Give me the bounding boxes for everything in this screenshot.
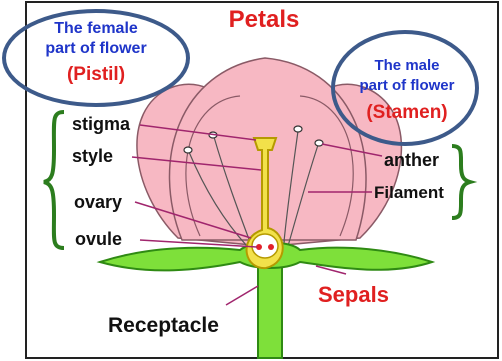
male-callout-line2: part of flower: [359, 77, 454, 94]
ovary-chamber: [252, 234, 278, 258]
receptacle-label: Receptacle: [108, 314, 219, 337]
stigma-label: stigma: [72, 114, 131, 134]
ovary-label: ovary: [74, 192, 122, 212]
anther-icon: [294, 126, 302, 132]
style-label: style: [72, 146, 113, 166]
anther-icon: [184, 147, 192, 153]
female-callout-line2: part of flower: [45, 40, 146, 57]
anther-label: anther: [384, 150, 439, 170]
male-callout-line1: The male: [374, 57, 439, 74]
petals-label: Petals: [229, 6, 300, 33]
female-callout-line1: The female: [54, 20, 138, 37]
ovule-label: ovule: [75, 229, 122, 249]
ovule-icon: [268, 244, 274, 250]
filament-label: Filament: [374, 183, 444, 202]
female-callout-name: (Pistil): [67, 64, 125, 85]
male-callout-name: (Stamen): [366, 102, 447, 123]
anther-icon: [315, 140, 323, 146]
sepals-label: Sepals: [318, 282, 389, 307]
stem: [258, 258, 282, 358]
